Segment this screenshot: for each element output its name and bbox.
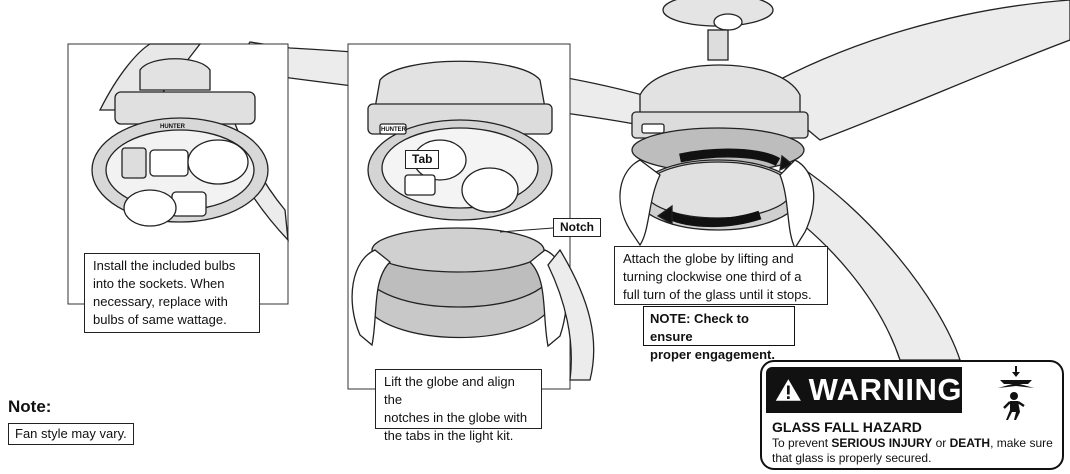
tab-callout-label: Tab — [405, 150, 440, 169]
warning-word: WARNING — [808, 372, 962, 407]
engagement-note: NOTE: Check to ensure proper engagement. — [643, 306, 795, 362]
warning-triangle-icon — [775, 379, 801, 401]
note-text: Fan style may vary. — [8, 423, 134, 445]
hazard-text-prefix: To prevent — [772, 436, 832, 450]
step-3-instruction: Attach the globe by lifting and turning … — [614, 246, 828, 305]
step-1-instruction: Install the included bulbs into the sock… — [84, 253, 260, 333]
hazard-text-death: DEATH — [949, 436, 991, 450]
hazard-title: GLASS FALL HAZARD — [772, 419, 922, 435]
notch-callout-label: Notch — [553, 218, 601, 237]
hazard-text-injury: SERIOUS INJURY — [831, 436, 933, 450]
panel-3-fan-illustration — [245, 0, 1070, 361]
brand-plate-label-2: HUNTER — [381, 127, 407, 133]
panel-2-globe-align-illustration: HUNTER — [347, 43, 595, 390]
hazard-text: To prevent SERIOUS INJURY or DEATH, make… — [772, 436, 1062, 466]
note-title: Note: — [8, 397, 52, 416]
warning-banner: WARNING — [766, 367, 962, 413]
hazard-text-suffix: , make sure that glass is properly secur… — [772, 436, 1053, 465]
warning-panel: WARNING GLASS FALL HAZARD To prevent SER… — [760, 360, 1064, 470]
brand-plate-label: HUNTER — [160, 124, 186, 130]
hazard-text-mid: or — [932, 436, 950, 450]
falling-glass-hazard-icon — [998, 366, 1034, 420]
step-2-instruction: Lift the globe and align the notches in … — [375, 369, 542, 443]
